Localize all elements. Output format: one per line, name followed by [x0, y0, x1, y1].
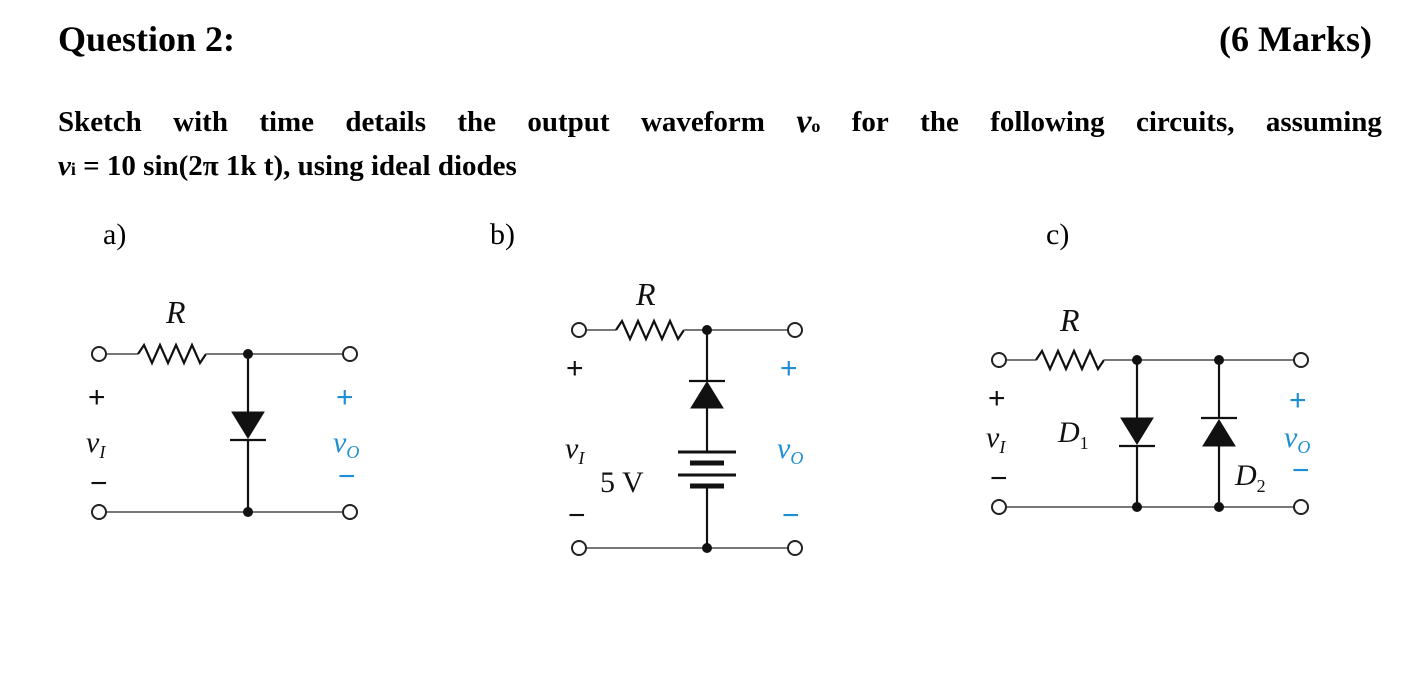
- input-terminal-bottom: [91, 504, 107, 520]
- input-terminal-top: [571, 322, 587, 338]
- word: with: [173, 106, 228, 138]
- output-minus: −: [782, 499, 800, 532]
- output-voltage: vO: [777, 432, 803, 468]
- diode: [690, 381, 724, 409]
- instruction-line-1: Sketch with time details the output wave…: [58, 102, 1382, 146]
- junction-dot: [1132, 502, 1142, 512]
- word: the: [920, 106, 959, 138]
- circuit-b-label: b): [490, 218, 515, 251]
- circuit-a-label: a): [103, 218, 127, 251]
- junction-dot: [702, 543, 712, 553]
- vi-symbol: v: [58, 150, 71, 182]
- input-minus: −: [90, 467, 108, 500]
- word: assuming: [1265, 106, 1382, 138]
- resistor-r: [615, 318, 685, 342]
- resistor-label: R: [1059, 302, 1080, 338]
- word: output: [527, 106, 610, 138]
- instruction-equation: = 10 sin(2π 1k t), using ideal diodes: [75, 150, 517, 182]
- instruction-text: Sketch with time details the output wave…: [58, 102, 1382, 189]
- junction-dot: [1132, 355, 1142, 365]
- junction-dot: [243, 507, 253, 517]
- junction-dot: [1214, 355, 1224, 365]
- diode-d2-label: D2: [1234, 459, 1266, 496]
- input-terminal-bottom: [991, 499, 1007, 515]
- input-plus: +: [988, 382, 1006, 415]
- output-terminal-top: [1293, 352, 1309, 368]
- resistor-label: R: [165, 294, 186, 330]
- input-minus: −: [568, 499, 586, 532]
- input-minus: −: [990, 462, 1008, 495]
- junction-dot: [702, 325, 712, 335]
- diode: [231, 411, 265, 439]
- resistor-r: [1035, 348, 1105, 372]
- output-plus: +: [780, 352, 798, 385]
- word: the: [457, 106, 497, 138]
- input-terminal-bottom: [571, 540, 587, 556]
- word: details: [345, 106, 426, 138]
- circuit-c: R D1 D2 + vI − + vO −: [986, 302, 1310, 515]
- output-terminal-top: [787, 322, 803, 338]
- input-plus: +: [88, 381, 106, 414]
- word: Sketch: [58, 106, 142, 138]
- circuit-b: R 5 V + vI − + vO −: [565, 276, 803, 556]
- resistor-label: R: [635, 276, 656, 312]
- diode-d1: [1120, 417, 1154, 445]
- circuit-a: R + vI − + vO −: [86, 294, 359, 520]
- input-terminal-top: [91, 346, 107, 362]
- junction-dot: [243, 349, 253, 359]
- output-minus: −: [1292, 454, 1310, 487]
- output-terminal-bottom: [1293, 499, 1309, 515]
- input-terminal-top: [991, 352, 1007, 368]
- input-voltage: vI: [986, 421, 1006, 457]
- vo-symbol: vo: [796, 103, 821, 140]
- output-terminal-top: [342, 346, 358, 362]
- output-voltage: vO: [333, 426, 359, 462]
- instruction-line-2: vi = 10 sin(2π 1k t), using ideal diodes: [58, 146, 1382, 189]
- output-voltage: vO: [1284, 421, 1310, 457]
- output-terminal-bottom: [787, 540, 803, 556]
- input-voltage: vI: [86, 426, 106, 462]
- question-title: Question 2:: [58, 19, 236, 59]
- word: following: [990, 106, 1105, 138]
- resistor-r: [137, 342, 207, 366]
- battery-label: 5 V: [600, 466, 644, 499]
- circuit-c-label: c): [1046, 218, 1070, 251]
- word: for: [851, 106, 889, 138]
- input-plus: +: [566, 352, 584, 385]
- output-minus: −: [338, 460, 356, 493]
- word: circuits,: [1135, 106, 1235, 138]
- word: time: [259, 106, 315, 138]
- vi-subscript: i: [70, 159, 76, 179]
- word: waveform: [640, 106, 765, 138]
- input-voltage: vI: [565, 432, 585, 468]
- output-plus: +: [336, 381, 354, 414]
- junction-dot: [1214, 502, 1224, 512]
- diode-d2: [1202, 419, 1236, 447]
- diode-d1-label: D1: [1057, 416, 1089, 453]
- output-terminal-bottom: [342, 504, 358, 520]
- question-marks: (6 Marks): [1219, 19, 1372, 59]
- output-plus: +: [1289, 384, 1307, 417]
